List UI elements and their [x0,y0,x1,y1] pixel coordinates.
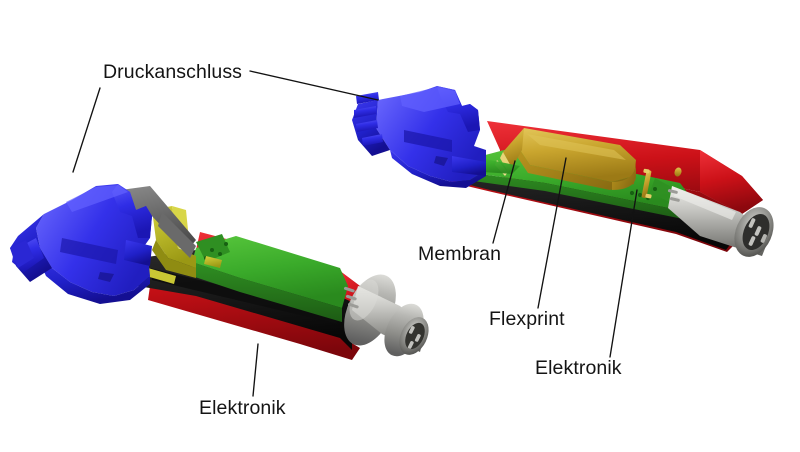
pcb-component-pin [641,168,652,199]
lower-port-bore-shadow [60,238,118,264]
leader-druckanschluss-left [72,87,101,173]
olive-lower-tab [146,268,176,284]
rib [356,120,378,132]
label-flexprint: Flexprint [489,308,565,330]
pin-bottom [645,193,652,199]
upper-flexprint [518,128,636,190]
pin-top [643,168,650,174]
label-druckanschluss: Druckanschluss [103,61,242,83]
lower-port-underside [36,248,150,304]
lower-connector-pins [407,326,421,349]
lower-port-collar [112,184,152,238]
leader-elektronik-rechts [609,189,638,358]
lower-housing-lower-rim [148,286,360,360]
port-bore-shadow [404,130,452,152]
port-top-highlight [400,87,460,112]
rib [354,106,376,118]
upper-sensor-assembly [352,86,774,257]
rib [362,134,383,146]
port-lower-flank [390,150,486,188]
lower-pcb-elektronik [192,234,348,322]
connector-solder-pins [667,189,680,202]
leader-elektronik-links [252,343,259,397]
stub [669,197,680,202]
lower-port-inner-tab [124,240,152,266]
upper-pcb-edge [452,170,688,220]
pin-body [641,170,652,199]
leader-membran [492,160,516,244]
flexprint-rounded-end [612,162,636,190]
sleeve-face [158,212,196,258]
lower-port-highlight [66,185,128,212]
pin [414,334,421,342]
pin [748,236,756,246]
olive-tab [204,256,222,268]
label-membran: Membran [418,243,501,265]
membran-wedge [503,128,524,168]
pin [748,218,756,228]
leader-druckanschluss-right [249,70,379,101]
pcb-pad [653,187,657,191]
label-elektronik-rechts: Elektronik [535,357,622,379]
lower-pcb-edge [192,262,342,322]
lower-port-jaw [10,240,34,268]
callout-labels: Druckanschluss Membran Flexprint Elektro… [103,61,622,419]
pin [408,326,415,334]
label-elektronik-links: Elektronik [199,397,286,419]
flange-highlight [349,279,379,321]
port-inner-tab [452,156,486,176]
lower-pcb-top-face [192,236,348,308]
lower-sensor-assembly [10,184,429,360]
connector-highlight [674,188,736,220]
pcb-pad [637,192,643,198]
callout-leaders [72,70,638,397]
stub [343,286,355,293]
connector-pins [748,218,767,246]
port-notch [434,156,448,166]
olive-bracket-shadow [152,240,196,278]
lower-connector [343,274,429,357]
stub [667,189,678,194]
lower-port-notch [98,272,114,282]
upper-cut-shadow [450,168,735,250]
stub [345,294,357,301]
leader-flexprint [537,157,567,309]
pcb-pad [224,242,228,246]
lower-cut-inner-wall [150,268,338,324]
lower-pressure-port-blue [10,184,152,304]
pin [760,234,767,243]
pin [754,226,762,236]
pin [407,341,414,349]
pcb-pad [629,190,635,196]
solder-joint [674,167,682,177]
stub [347,302,359,309]
pcb-pad [218,252,222,256]
flexprint-highlight [527,134,626,160]
lower-connector-stubs [343,286,359,309]
pcb-pad [210,248,214,252]
upper-housing-shoulder [700,150,763,214]
upper-connector [667,186,774,257]
